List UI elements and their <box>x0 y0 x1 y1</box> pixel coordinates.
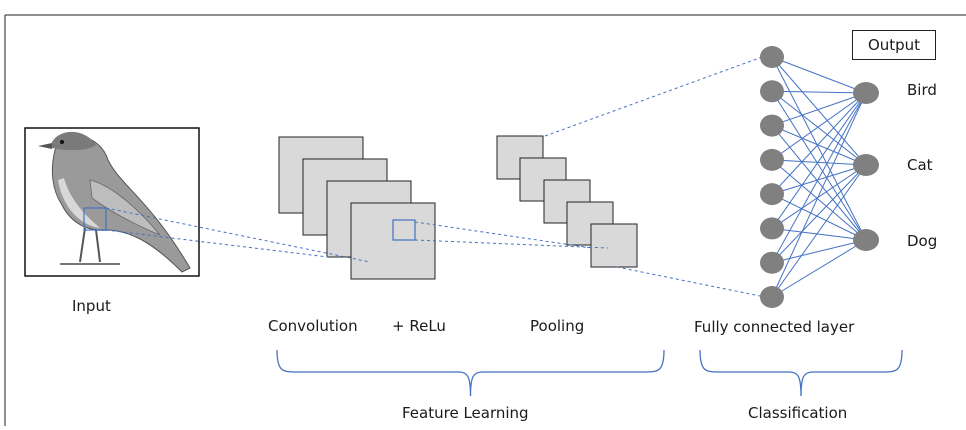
pool-map-5 <box>590 223 638 268</box>
projection-line-2 <box>105 229 329 258</box>
fc-edge-7-1 <box>771 92 867 263</box>
bird-leg-2 <box>95 229 101 263</box>
output-node-3 <box>853 229 879 251</box>
hidden-node-8 <box>760 286 784 308</box>
fully-connected-nodes <box>760 46 879 308</box>
hidden-node-5 <box>760 183 784 206</box>
feature-learning-label: Feature Learning <box>402 404 529 422</box>
projection-lines <box>105 56 766 298</box>
output-class-cat: Cat <box>907 156 933 174</box>
convolution-feature-maps <box>278 136 436 280</box>
hidden-node-4 <box>760 148 784 171</box>
fc-edge-2-1 <box>771 90 867 94</box>
fc-edge-3-1 <box>771 92 867 127</box>
input-image <box>24 127 200 277</box>
output-class-bird: Bird <box>907 81 937 99</box>
hidden-node-6 <box>760 217 784 240</box>
fc-edge-5-1 <box>771 92 867 195</box>
bird-eye <box>60 140 64 144</box>
output-node-1 <box>853 82 879 104</box>
fc-edge-2-2 <box>771 90 867 166</box>
hidden-node-7 <box>760 251 784 274</box>
fc-edge-7-3 <box>771 239 867 264</box>
classification-label: Classification <box>748 404 848 422</box>
fc-edge-3-3 <box>771 125 867 241</box>
projection-line-4 <box>414 239 609 249</box>
pooling-label: Pooling <box>530 317 585 335</box>
output-class-dog: Dog <box>907 232 938 250</box>
fc-edge-6-3 <box>771 227 867 241</box>
grouping-braces <box>276 349 903 397</box>
projection-line-1 <box>105 207 371 263</box>
hidden-node-3 <box>760 114 784 137</box>
fc-edge-5-3 <box>771 193 867 241</box>
bird-leg-1 <box>79 227 86 263</box>
hidden-node-1 <box>760 46 784 68</box>
fully-connected-edges <box>771 56 867 298</box>
fc-edge-8-1 <box>771 92 867 298</box>
fc-edge-7-2 <box>771 164 867 264</box>
bird-head <box>52 131 96 151</box>
fc-edge-5-2 <box>771 164 867 195</box>
fc-edge-1-3 <box>771 56 867 241</box>
bird-belly <box>58 178 100 228</box>
projection-line-5 <box>544 56 763 137</box>
bird-wing <box>89 179 161 236</box>
output-node-2 <box>853 154 879 176</box>
convolution-label: Convolution <box>268 317 358 335</box>
conv-receptive-field <box>392 219 416 241</box>
feature-learning-brace <box>276 349 665 397</box>
fc-edge-1-2 <box>771 56 867 166</box>
output-label: Output <box>867 36 921 54</box>
projection-line-6 <box>616 266 766 298</box>
projection-line-3 <box>414 221 593 249</box>
fc-edge-8-3 <box>771 239 867 298</box>
fully-connected-label: Fully connected layer <box>694 318 855 336</box>
hidden-node-2 <box>760 80 784 103</box>
pooling-feature-maps <box>496 135 638 268</box>
fc-edge-1-1 <box>771 56 867 94</box>
relu-label: + ReLu <box>392 317 446 335</box>
fc-edge-4-1 <box>771 92 867 161</box>
fc-edge-4-3 <box>771 159 867 241</box>
bird-beak <box>38 143 52 149</box>
fc-edge-6-1 <box>771 92 867 229</box>
fc-edge-4-2 <box>771 159 867 166</box>
output-box: Output <box>852 30 936 60</box>
input-label: Input <box>72 297 111 315</box>
conv-map-4 <box>350 202 436 280</box>
fc-edge-2-3 <box>771 91 867 241</box>
classification-brace <box>699 349 903 397</box>
fc-edge-3-2 <box>771 125 867 166</box>
receptive-field <box>83 207 107 231</box>
fc-edge-8-2 <box>771 164 867 298</box>
fc-edge-6-2 <box>771 164 867 229</box>
